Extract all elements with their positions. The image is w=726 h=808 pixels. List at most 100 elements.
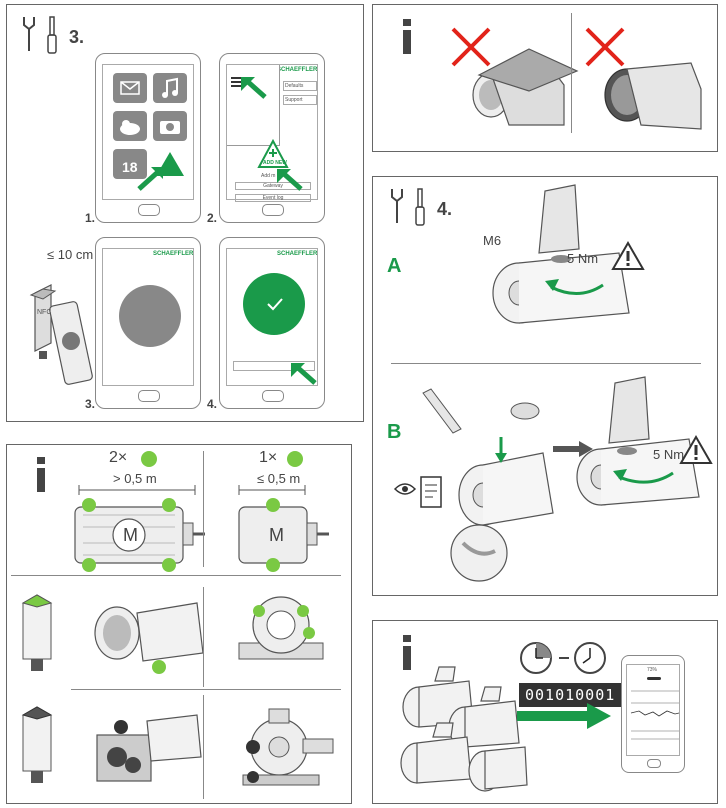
method-a-label: A: [387, 255, 402, 277]
clock-start-icon: [520, 642, 552, 674]
app-setup-panel: 3. 18 1.: [6, 4, 364, 422]
battery-percent: 73%: [647, 667, 658, 673]
home-button[interactable]: [262, 204, 284, 216]
trend-chart: [630, 690, 680, 740]
row-divider: [11, 575, 341, 576]
motor-2-sensors-illustration: [74, 498, 205, 572]
sub-step-4: 4.: [207, 397, 218, 411]
check-icon: [267, 298, 283, 311]
tap-arrow-icon: [277, 169, 303, 191]
time-dash: [559, 657, 569, 659]
wrong-cross-icon: [451, 27, 491, 67]
next-arrow-icon: [553, 441, 593, 457]
torque-a-label: 5 Nm: [567, 251, 599, 266]
positions-panel: 2× > 0,5 m M 1× ≤ 0,5 m M: [6, 444, 352, 804]
covered-motor-illustration: [472, 48, 579, 126]
vertical-divider: [203, 695, 204, 799]
warning-triangle-icon: [679, 434, 713, 464]
phone-home-screen: 18: [95, 53, 201, 223]
home-button[interactable]: [138, 390, 160, 402]
distance-right: ≤ 0,5 m: [257, 471, 301, 486]
nfc-scan-illustration: [29, 284, 93, 385]
wrench-icon: [23, 17, 35, 51]
fan-motor-illustration: [94, 602, 204, 674]
gearbox-motor-illustration: [96, 714, 202, 782]
calendar-day: 18: [122, 159, 138, 175]
tap-arrow-icon: [137, 167, 163, 191]
sub-step-3: 3.: [85, 397, 96, 411]
sensor-count-right: 1×: [259, 449, 278, 466]
calendar-app-icon: 18: [113, 149, 147, 179]
tap-arrow-icon: [241, 77, 267, 99]
event-log-button[interactable]: Event log: [235, 194, 311, 202]
info-icon: [403, 635, 411, 670]
weather-app-icon: [113, 111, 147, 141]
home-button[interactable]: [647, 759, 661, 768]
tap-arrow-icon: [291, 363, 317, 385]
home-button[interactable]: [138, 204, 160, 216]
manual-read-icon: [393, 476, 442, 508]
binary-data: 001010001: [519, 683, 622, 707]
motor-letter: M: [123, 525, 138, 545]
method-divider: [391, 363, 701, 364]
dimension-line-right: [238, 485, 306, 495]
wrench-icon: [391, 189, 403, 223]
info-icon: [37, 457, 45, 492]
phone-success-screen: SCHAEFFLER: [219, 237, 325, 409]
phone-scan-screen: SCHAEFFLER: [95, 237, 201, 409]
status-bar: [647, 677, 661, 680]
motor-letter: M: [269, 525, 284, 545]
fan-cover-motor-illustration: [604, 62, 702, 130]
menu-button[interactable]: Support: [283, 95, 317, 105]
vertical-divider: [203, 451, 204, 567]
thread-label: M6: [483, 233, 502, 248]
hamburger-menu-icon[interactable]: [231, 77, 247, 87]
vertical-divider: [203, 587, 204, 687]
sensor-dot: [141, 451, 157, 467]
sub-step-1: 1.: [85, 211, 96, 225]
distance-left: > 0,5 m: [113, 471, 157, 486]
screwdriver-icon: [47, 16, 57, 54]
panel-divider: [571, 13, 572, 133]
dimension-line-left: [78, 485, 196, 495]
camera-app-icon: [153, 111, 187, 141]
music-app-icon: [153, 73, 187, 103]
motor-1-sensor-illustration: [238, 498, 329, 572]
warning-panel: [372, 4, 718, 152]
gateway-button[interactable]: Gateway: [235, 182, 311, 190]
phone-menu-screen: SCHAEFFLER Defaults Support ADD NEW Add …: [219, 53, 325, 223]
screwdriver-icon: [415, 188, 425, 226]
method-b-label: B: [387, 421, 402, 443]
app-brand: SCHAEFFLER: [277, 251, 318, 257]
sensor-mount-b-illustration: [576, 376, 700, 506]
phone-dashboard: 73%: [621, 655, 685, 773]
glue-mount-illustration: [422, 388, 554, 582]
sensor-count-left: 2×: [109, 449, 128, 466]
success-indicator: [243, 273, 305, 335]
distance-label: ≤ 10 cm: [47, 247, 94, 262]
add-line: Add m: [261, 173, 276, 179]
home-button[interactable]: [262, 390, 284, 402]
add-new-label: ADD NEW: [263, 160, 287, 166]
row-divider: [71, 689, 341, 690]
phone-screen: SCHAEFFLER: [102, 248, 194, 386]
menu-button[interactable]: Defaults: [283, 81, 317, 91]
confirm-button[interactable]: [233, 361, 315, 371]
warning-triangle-icon: [611, 240, 645, 270]
add-new-button[interactable]: ADD NEW: [257, 138, 289, 169]
clock-end-icon: [574, 642, 606, 674]
sensor-gray-cap-illustration: [21, 706, 53, 783]
sensor-green-cap-illustration: [21, 594, 53, 671]
phone-screen: 73%: [626, 664, 680, 756]
torque-b-label: 5 Nm: [653, 447, 685, 462]
nfc-label: NFC: [37, 309, 52, 316]
sensor-mount-a-illustration: [492, 184, 630, 324]
sub-step-2: 2.: [207, 211, 218, 225]
app-brand: SCHAEFFLER: [153, 251, 194, 257]
bearing-housing-illustration: [238, 596, 324, 660]
mounting-panel: 4. A M6 5 Nm B: [372, 176, 718, 596]
pump-illustration: [242, 708, 334, 786]
transmit-arrow-icon: [517, 703, 611, 729]
phone-screen: 18: [102, 64, 194, 200]
step-number: 4.: [437, 199, 453, 219]
